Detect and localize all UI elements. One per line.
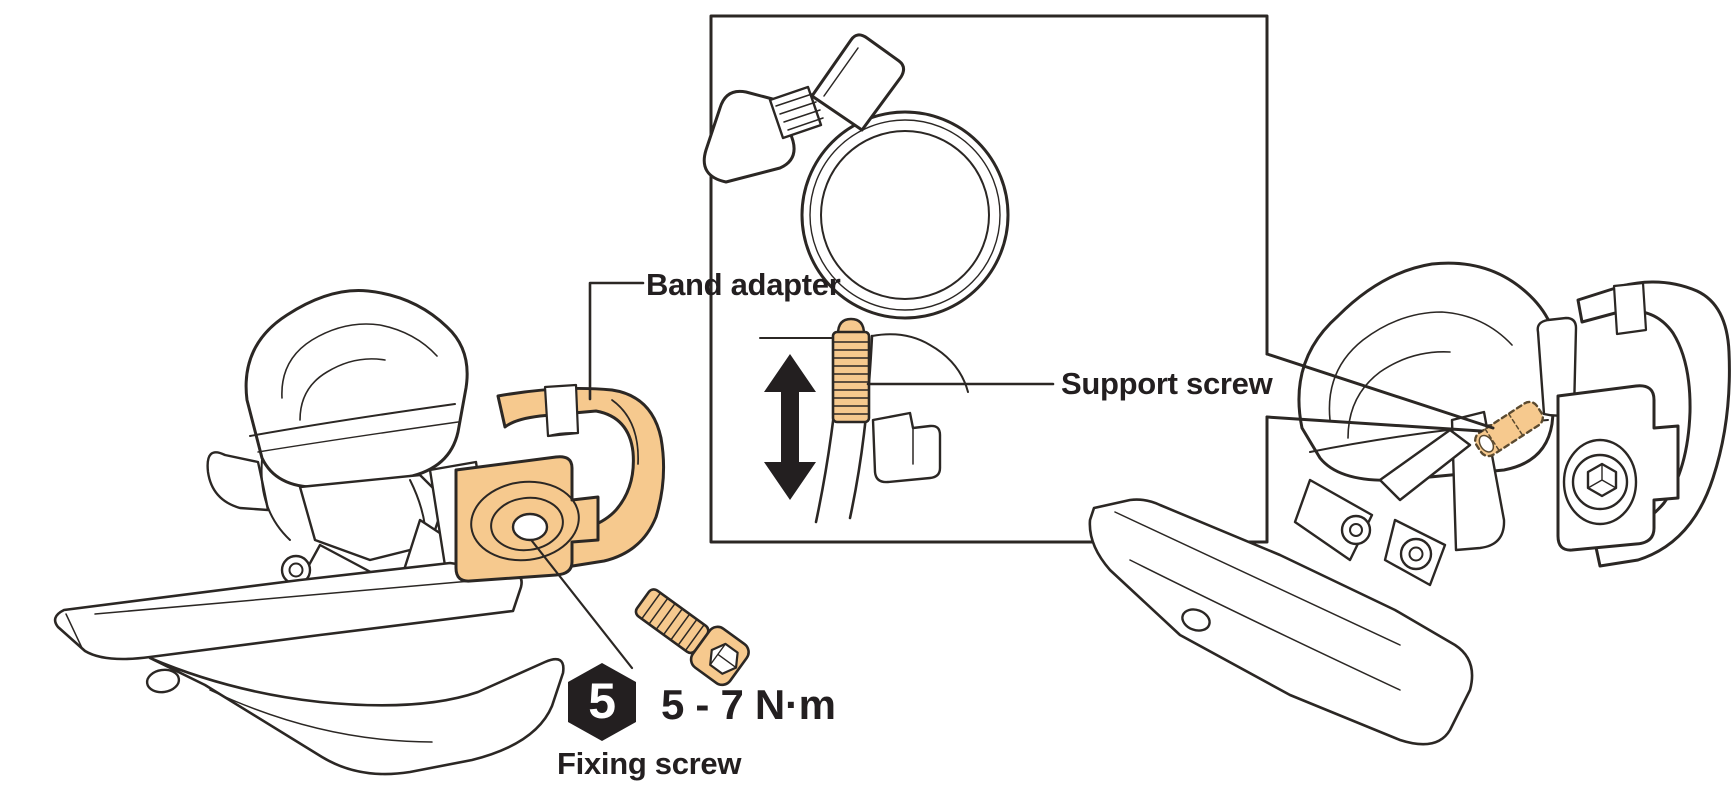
fixing-screw [634, 588, 750, 687]
fixing-screw-leader [530, 539, 634, 670]
inset-callout-pointer [1265, 352, 1495, 433]
clamp-pinch-bolt [702, 33, 906, 184]
band-adapter-leader [588, 281, 645, 401]
hexagon-step-badge [568, 663, 636, 741]
band-adapter-slot [543, 383, 580, 438]
band-adapter-label: Band adapter [646, 267, 841, 302]
torque-value-label: 5 - 7 N·m [661, 681, 836, 728]
installed-support-screw-highlight [1473, 400, 1545, 458]
fixing-screw-hole [511, 512, 549, 542]
torque-step-badge-number: 5 [588, 673, 616, 729]
fixing-screw-label: Fixing screw [557, 746, 742, 781]
right-derailleur [1088, 261, 1731, 746]
support-screw-label: Support screw [1061, 366, 1273, 401]
up-down-arrow-icon [764, 354, 816, 500]
support-screw-highlight [831, 317, 871, 424]
magnified-clamp [702, 33, 1055, 524]
right-clamp-band [1536, 280, 1731, 568]
band-adapter-highlight [454, 383, 666, 583]
